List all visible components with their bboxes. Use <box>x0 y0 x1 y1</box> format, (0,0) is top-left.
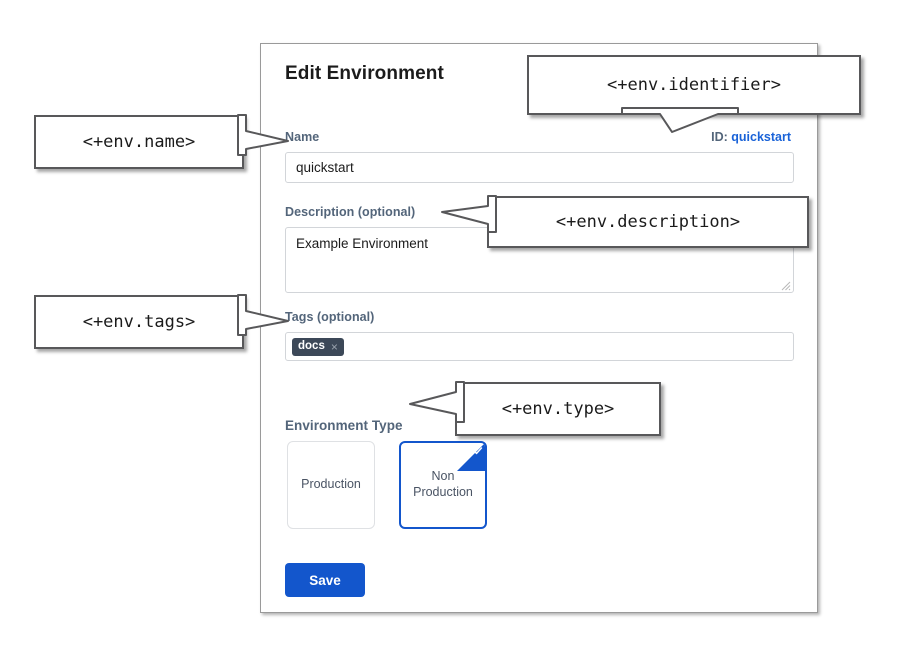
annotation-callout-env-tags: <+env.tags> <box>34 295 244 349</box>
tag-chip-label: docs <box>298 339 325 352</box>
save-button[interactable]: Save <box>285 563 365 597</box>
environment-id-link[interactable]: quickstart <box>731 130 791 144</box>
environment-type-options: Production Non Production <box>287 441 487 529</box>
environment-type-label: Environment Type <box>285 418 403 433</box>
annotation-tail-env-tags <box>237 294 289 336</box>
environment-type-card-non-production[interactable]: Non Production <box>399 441 487 529</box>
selected-check-icon <box>457 443 485 471</box>
annotation-callout-env-description: <+env.description> <box>487 196 809 248</box>
description-label: Description (optional) <box>285 205 416 219</box>
annotation-callout-env-type: <+env.type> <box>455 382 661 436</box>
annotation-tail-env-description <box>441 195 497 233</box>
annotation-tail-env-name <box>237 114 289 156</box>
name-label: Name <box>285 130 320 144</box>
tag-chip: docs × <box>292 337 344 356</box>
tags-input[interactable]: docs × <box>285 332 794 361</box>
annotation-callout-env-name: <+env.name> <box>34 115 244 169</box>
environment-id-row: ID: quickstart <box>711 130 791 144</box>
annotation-tail-env-identifier <box>621 107 739 133</box>
name-input[interactable] <box>285 152 794 183</box>
environment-type-card-label: Production <box>301 477 361 492</box>
edit-environment-panel: Edit Environment ID: quickstart Name Des… <box>260 43 818 613</box>
environment-type-card-production[interactable]: Production <box>287 441 375 529</box>
tags-label: Tags (optional) <box>285 310 375 324</box>
id-prefix-label: ID: <box>711 130 728 144</box>
environment-type-card-label: Non Production <box>413 469 473 499</box>
tag-remove-icon[interactable]: × <box>330 339 338 354</box>
page-title: Edit Environment <box>285 63 444 84</box>
annotation-tail-env-type <box>409 381 465 423</box>
